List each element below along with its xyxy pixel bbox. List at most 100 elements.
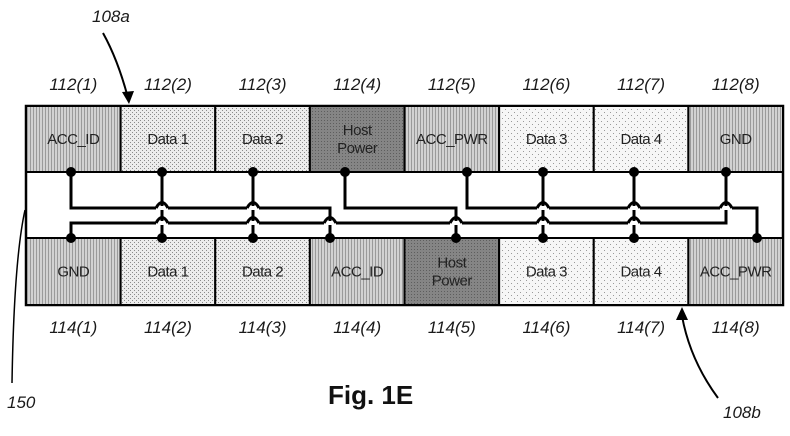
pin-ref-label: 114(2) xyxy=(144,318,192,337)
pin-cell: GND xyxy=(25,237,122,306)
pin-cell-fill xyxy=(403,237,501,306)
pin-cell: ACC_PWR xyxy=(403,105,501,173)
bottom-pin-contact xyxy=(325,233,335,243)
pin-cell-fill xyxy=(592,237,690,306)
crossover-hop xyxy=(245,201,261,209)
pin-cell: Data 4 xyxy=(592,237,690,306)
pin-label: GND xyxy=(57,264,90,281)
pin-cell: Data 3 xyxy=(498,237,595,306)
crossover-gap xyxy=(720,206,732,210)
top-pin-contact xyxy=(721,167,731,177)
crossover-gap xyxy=(450,221,462,225)
pin-ref-label: 114(4) xyxy=(333,318,381,337)
pin-cell: GND xyxy=(687,105,784,173)
pin-cell-fill xyxy=(25,105,122,173)
cable-label: 150 xyxy=(7,393,36,412)
bottom-pin-contact xyxy=(451,233,461,243)
bottom-pin-contact xyxy=(538,233,548,243)
pin-ref-label: 112(5) xyxy=(428,75,476,94)
pin-label: Host xyxy=(343,122,373,139)
crossover-hop xyxy=(154,216,170,224)
bottom-pin-contact xyxy=(629,233,639,243)
crossover-hop xyxy=(626,201,642,209)
connector-b-arrowhead xyxy=(676,307,688,320)
connector-a-arrow xyxy=(102,32,129,99)
crossover-hop xyxy=(154,201,170,209)
pin-label: Data 2 xyxy=(242,131,283,148)
crossover-gap xyxy=(628,221,640,225)
pin-label: Data 4 xyxy=(620,131,661,148)
pin-cell: ACC_ID xyxy=(25,105,122,173)
crossover-gap xyxy=(247,206,259,210)
pin-label: ACC_ID xyxy=(47,131,100,148)
crossover-gap xyxy=(247,221,259,225)
pin-ref-label: 114(1) xyxy=(49,318,97,337)
pin-cell-fill xyxy=(687,237,784,306)
pin-ref-label: 114(7) xyxy=(617,318,665,337)
crossover-gap xyxy=(537,206,549,210)
pin-label: ACC_PWR xyxy=(700,264,772,281)
pin-ref-label: 114(8) xyxy=(712,318,760,337)
pin-cell: ACC_PWR xyxy=(687,237,784,306)
wire-acc-pwr xyxy=(465,172,759,238)
connector-b-arrow xyxy=(681,315,719,399)
crossover-hop xyxy=(448,216,464,224)
pin-ref-label: 112(8) xyxy=(712,75,760,94)
pin-cell-fill xyxy=(592,105,690,173)
pin-cell-fill xyxy=(403,105,501,173)
pin-cell: Data 2 xyxy=(214,105,311,173)
pin-label: ACC_PWR xyxy=(416,131,488,148)
crossover-hop xyxy=(535,201,551,209)
cable-leader-line xyxy=(11,209,26,384)
connector-a-label: 108a xyxy=(92,7,130,26)
wire-gnd xyxy=(69,172,728,238)
pin-ref-label: 114(5) xyxy=(428,318,476,337)
pin-cell: ACC_ID xyxy=(308,237,406,306)
pin-ref-label: 112(4) xyxy=(333,75,381,94)
pin-label: Host xyxy=(437,255,467,272)
pin-cell: Data 1 xyxy=(119,105,217,173)
pin-label: Data 4 xyxy=(620,264,661,281)
pin-label: Power xyxy=(432,273,473,290)
pin-cell-fill xyxy=(25,237,122,306)
pin-ref-label: 114(3) xyxy=(239,318,287,337)
pin-cell-fill xyxy=(119,105,217,173)
pin-ref-label: 112(7) xyxy=(617,75,665,94)
pin-cell-fill xyxy=(308,105,406,173)
pin-cell-fill xyxy=(498,237,595,306)
pin-cell-fill xyxy=(498,105,595,173)
crossover-gap xyxy=(156,206,168,210)
crossover-hop xyxy=(626,216,642,224)
top-pin-contact xyxy=(157,167,167,177)
pin-ref-label: 112(3) xyxy=(239,75,287,94)
crossover-gap xyxy=(537,221,549,225)
crossover-hop xyxy=(718,201,734,209)
top-pin-contact xyxy=(66,167,76,177)
connector-a-arrowhead xyxy=(122,91,134,104)
crossover-hop xyxy=(322,216,338,224)
pin-label: Power xyxy=(337,140,378,157)
pin-label: Data 1 xyxy=(147,264,188,281)
top-pin-contact xyxy=(538,167,548,177)
bottom-pin-contact xyxy=(157,233,167,243)
pin-ref-label: 112(2) xyxy=(144,75,192,94)
pin-ref-label: 112(6) xyxy=(522,75,570,94)
pin-ref-label: 114(6) xyxy=(522,318,570,337)
crossover-hop xyxy=(245,216,261,224)
pin-cell: Data 1 xyxy=(119,237,217,306)
bottom-pin-contact xyxy=(752,233,762,243)
pin-cell-fill xyxy=(308,237,406,306)
bottom-pin-contact xyxy=(66,233,76,243)
pin-label: Data 1 xyxy=(147,131,188,148)
crossover-gap xyxy=(324,221,336,225)
pin-cell-fill xyxy=(687,105,784,173)
crossover-gap xyxy=(156,221,168,225)
top-pin-contact xyxy=(629,167,639,177)
pin-label: Data 2 xyxy=(242,264,283,281)
top-pin-contact xyxy=(340,167,350,177)
top-pin-contact xyxy=(462,167,472,177)
pin-label: ACC_ID xyxy=(331,264,384,281)
